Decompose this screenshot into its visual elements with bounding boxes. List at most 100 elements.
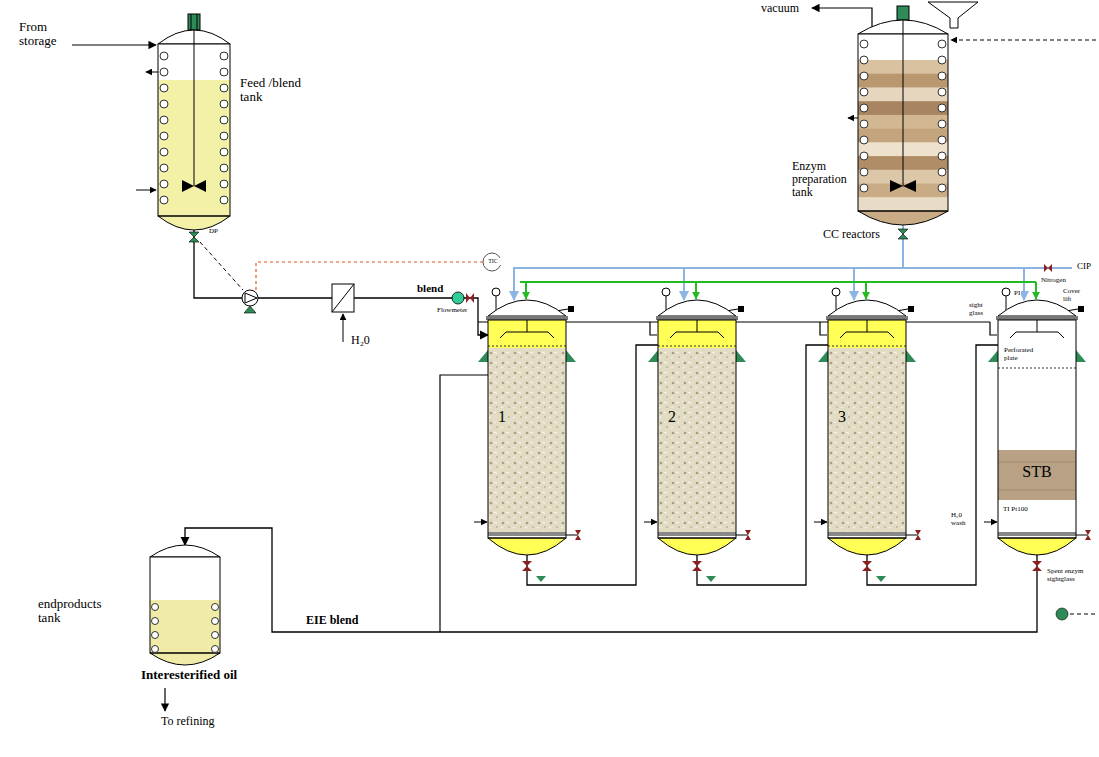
feed-tank-fittings <box>189 232 199 242</box>
reactor-fittings <box>666 296 667 310</box>
heating-coil <box>938 40 946 48</box>
enzyme-feed-line <box>514 225 903 300</box>
reactor-bottom <box>658 538 736 555</box>
enzyme-tank-outline <box>858 20 948 225</box>
reactor-fittings <box>1006 296 1007 310</box>
inlet-label: From storage <box>18 20 72 49</box>
reactor-vessel: 2 <box>658 300 736 555</box>
refining-outlet-arrow <box>164 688 165 711</box>
heat-exchanger <box>343 314 344 342</box>
endproducts-tank: endproducts tank <box>150 545 220 665</box>
reactor-fittings <box>906 350 916 362</box>
heating-coil <box>220 196 228 204</box>
enzyme-feed-line <box>684 225 903 300</box>
support-grid <box>828 532 906 536</box>
stream-label: EIE blend <box>305 614 359 627</box>
heating-coil <box>938 152 946 160</box>
instrument-label: TI Pt100 <box>1002 506 1034 514</box>
vacuum-label: vacuum <box>760 2 800 15</box>
reactor-fittings <box>536 576 886 582</box>
spent-enzyme-band <box>998 462 1076 463</box>
node-label: 3 <box>836 408 848 426</box>
reactor-bottom <box>488 538 566 555</box>
feed-tank-fittings <box>136 14 243 290</box>
heating-coil <box>938 136 946 144</box>
heating-coil <box>160 84 168 92</box>
heating-coil <box>860 152 868 160</box>
part-label: Cover lift <box>1062 288 1086 303</box>
nitrogen-line <box>1035 282 1037 299</box>
distributor <box>500 320 554 338</box>
perforated-plate <box>488 346 566 347</box>
spent-enzyme-pump <box>1056 608 1096 620</box>
enzyme-tank: Enzym preparation tank <box>858 20 948 225</box>
refining-outlet-arrow <box>165 688 166 711</box>
reactor-fittings <box>1078 306 1084 312</box>
heating-coil <box>220 84 228 92</box>
enzyme-tank-fittings <box>812 2 1096 239</box>
heating-coil <box>220 68 228 76</box>
reactor-fittings <box>492 288 500 296</box>
reactor-bottom <box>828 538 906 555</box>
utility-label: H₂0 <box>350 334 371 347</box>
feed-tank-fittings <box>200 242 243 290</box>
feed-pump <box>245 293 257 303</box>
heating-coil <box>160 164 168 172</box>
instrument-tag: TIC <box>484 258 502 265</box>
temperature-control-loop <box>256 262 483 290</box>
agitator-blade <box>890 180 916 192</box>
reactor-outline <box>828 320 906 538</box>
process-pipe <box>194 230 488 335</box>
reactor-fittings <box>648 350 658 362</box>
tank-liquid <box>150 600 220 653</box>
enzyme-tank-fittings <box>812 8 872 28</box>
node-label: 2 <box>666 408 678 426</box>
distributor <box>1010 320 1064 338</box>
enzyme-tank-fittings <box>928 2 978 28</box>
reactor-fittings <box>662 288 670 296</box>
agitator-shaft <box>194 30 195 186</box>
feed-tank-fittings <box>197 14 198 30</box>
heating-coil <box>152 646 159 653</box>
reactor-outline <box>658 320 736 538</box>
reactor-fittings <box>1002 288 1010 296</box>
heating-coil <box>212 646 219 653</box>
tank-bottom <box>158 216 230 230</box>
flowmeter <box>452 292 464 304</box>
perforated-plate <box>998 368 1076 369</box>
reactor-fittings <box>1032 561 1042 571</box>
reactor-fittings <box>988 350 998 362</box>
outlet-label: To refining <box>160 715 215 728</box>
reactor-bottom <box>998 538 1076 555</box>
agitator-blade <box>182 180 206 192</box>
node-label: STB <box>998 463 1076 481</box>
feed-tank-outline <box>158 30 230 230</box>
nitrogen-line <box>520 281 1036 283</box>
feed-tank-fittings <box>136 190 156 191</box>
heating-coil <box>212 618 219 625</box>
reactor-vessel-outline <box>488 300 566 555</box>
reactor-fittings <box>984 522 997 523</box>
reactor-fittings <box>568 306 574 312</box>
product-label: Interesterified oil <box>140 668 238 682</box>
nitrogen-line <box>520 282 1036 299</box>
storage-inlet-arrow <box>72 44 156 45</box>
instrument-label: PI <box>1013 290 1021 298</box>
line-label: Nitrogen <box>1040 277 1067 285</box>
reactor-fittings <box>745 530 751 540</box>
node-label: Feed /blend tank <box>240 76 320 105</box>
heating-coil <box>220 164 228 172</box>
heating-coil <box>860 56 868 64</box>
instrument-label: Flowmeter <box>436 307 468 315</box>
stb-vessel: STB <box>998 300 1076 555</box>
feed-pump <box>242 290 258 306</box>
heating-coil <box>160 148 168 156</box>
tank-dome <box>150 545 220 557</box>
heating-coil <box>160 52 168 60</box>
reactor-flange <box>486 316 568 320</box>
support-grid <box>998 532 1076 536</box>
spent-enzyme-pump <box>1056 608 1068 620</box>
heating-coil <box>220 100 228 108</box>
heating-coil <box>220 132 228 140</box>
feed-tank: Feed /blend tank <box>158 30 230 230</box>
